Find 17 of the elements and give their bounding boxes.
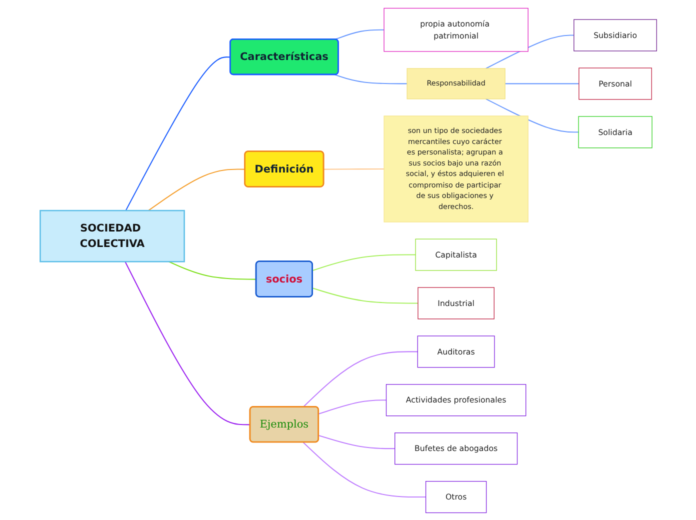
connector	[504, 82, 578, 84]
connector	[302, 441, 426, 498]
connector	[168, 260, 256, 280]
connector	[323, 168, 384, 170]
connector	[318, 399, 386, 414]
connector	[124, 56, 230, 210]
connector	[485, 98, 578, 132]
connector	[312, 254, 416, 270]
connector	[124, 260, 250, 425]
connector	[148, 168, 245, 210]
connector	[485, 34, 574, 68]
connector	[312, 287, 418, 304]
connector	[334, 74, 407, 84]
connector	[302, 350, 418, 407]
connector	[334, 28, 384, 40]
node-box: SOCIEDAD COLECTIVA	[39, 209, 184, 262]
connector	[318, 434, 394, 449]
